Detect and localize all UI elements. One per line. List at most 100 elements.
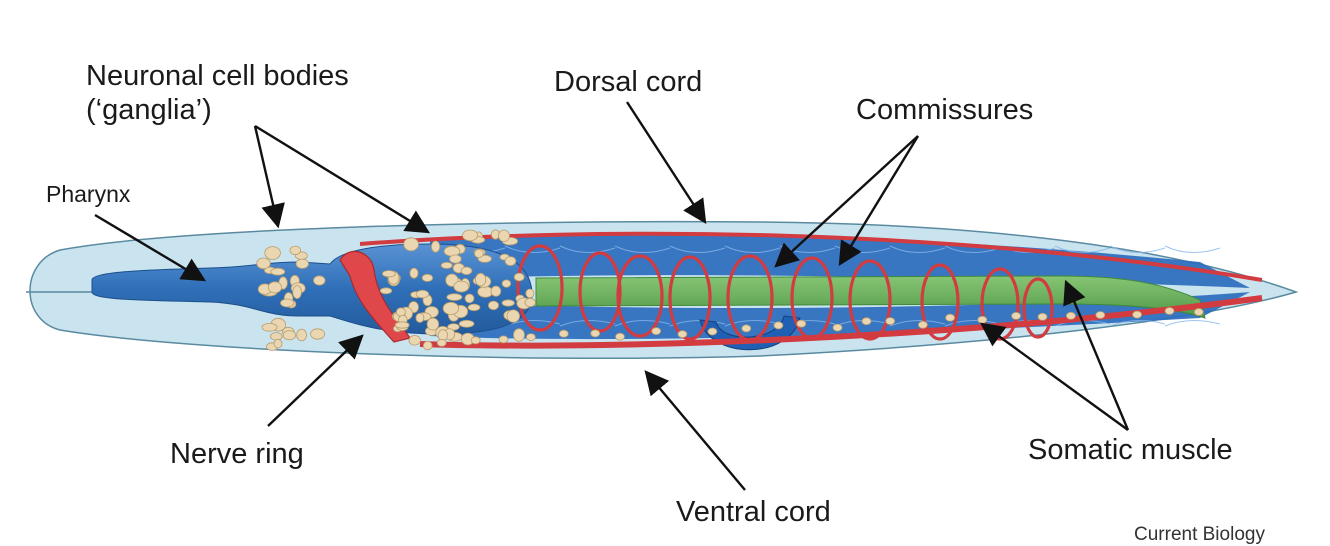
label-neuronal-cell-bodies: Neuronal cell bodies (86, 60, 349, 92)
ventral-cord-cell (741, 324, 752, 333)
ganglion-cell (415, 289, 430, 299)
commissure (920, 263, 960, 341)
ganglion-cell (449, 254, 462, 264)
ventral-cord-cell (1095, 311, 1106, 319)
ventral-cord-cell (885, 317, 896, 326)
label-ventral-cord: Ventral cord (676, 496, 831, 528)
ganglion-cell (403, 237, 419, 252)
ventral-cord-cell (861, 317, 872, 326)
ganglion-cell (295, 258, 309, 269)
ganglion-cell (261, 322, 278, 332)
commissure (726, 254, 774, 342)
ventral-cord (419, 295, 1263, 349)
ventral-cord-cell (615, 332, 625, 341)
ventral-cord-cell (945, 313, 955, 322)
ganglion-cell (453, 280, 470, 293)
ganglion-cell (264, 246, 281, 260)
ganglion-cell (310, 328, 326, 340)
ventral-cord-cell (832, 323, 843, 332)
ganglion-cell (273, 338, 283, 349)
ganglion-cell (267, 281, 282, 294)
muscle-cell-line (889, 320, 946, 327)
ganglion-cell (421, 273, 434, 282)
ventral-cord-cell (1164, 307, 1175, 315)
ganglion-cell (440, 261, 453, 269)
ganglion-cell (464, 293, 475, 304)
commissure (616, 254, 664, 338)
ganglion-cell (381, 270, 396, 278)
ganglion-cell (460, 266, 473, 275)
ganglion-cell (462, 229, 479, 242)
ganglion-cell (513, 328, 525, 342)
ganglion-cell (270, 267, 286, 276)
ganglion-cell (474, 248, 484, 258)
muscle-cell-line (504, 245, 561, 253)
ganglion-cell (467, 303, 481, 312)
ganglion-cell (426, 317, 440, 331)
ganglion-cell (501, 279, 512, 288)
ganglion-cell (487, 300, 499, 311)
ventral-cord-cell (796, 319, 807, 328)
label-pharynx: Pharynx (46, 181, 131, 207)
ganglion-cell (437, 329, 449, 342)
ventral-cord-cell (590, 329, 601, 338)
ventral-cord-cell (1011, 311, 1021, 320)
muscle-cell-line (559, 245, 616, 253)
ganglion-cell (525, 288, 535, 299)
muscle-cell-line (1109, 320, 1166, 327)
ganglion-cell (256, 257, 271, 270)
ventral-cord-cell (651, 327, 662, 336)
commissure (790, 256, 834, 340)
ganglion-cell (379, 287, 393, 295)
ventral-cord-cell (677, 330, 688, 339)
ventral-cord-cell (558, 329, 569, 338)
ganglion-cell (498, 229, 510, 243)
ganglion-cell (395, 307, 406, 317)
commissure (848, 259, 892, 341)
ganglion-cell (446, 293, 463, 301)
label-nerve-ring: Nerve ring (170, 438, 304, 470)
commissure (578, 251, 622, 333)
neuronal-ganglia (256, 229, 1204, 351)
label-dorsal-cord: Dorsal cord (554, 66, 703, 98)
ganglion-cell (524, 297, 536, 308)
ganglion-cell (408, 335, 421, 346)
ganglion-cell (269, 332, 283, 341)
ventral-cord-cell (977, 315, 988, 324)
ventral-cord-cell (1037, 312, 1048, 321)
ventral-cord-cell (498, 335, 509, 344)
ventral-cord-cell (470, 336, 481, 345)
ganglion-cell (292, 285, 302, 300)
ganglion-cell (430, 240, 441, 253)
commissure (1022, 277, 1054, 339)
muscle-cell-line (1109, 245, 1166, 253)
ganglion-cell (282, 330, 297, 341)
ventral-cord-cell (526, 333, 536, 342)
ventral-cord-cell (436, 338, 447, 347)
muscle-cell-line (1054, 245, 1111, 253)
ventral-cord-cell (1132, 310, 1142, 319)
ganglion-cell (513, 272, 525, 282)
ganglion-cell (313, 275, 326, 286)
label-ganglia: (‘ganglia’) (86, 94, 212, 126)
ganglion-cell (501, 299, 515, 307)
commissure (516, 244, 564, 332)
muscle-cell-line (614, 245, 671, 253)
muscle-cell-line (1164, 245, 1221, 253)
journal-credit: Current Biology (1134, 524, 1265, 545)
commissure (668, 255, 712, 341)
muscle-cell-line (669, 245, 726, 253)
ventral-cord-cell (707, 327, 718, 336)
ganglion-cell (458, 319, 475, 328)
ventral-cord-cell (918, 320, 928, 329)
muscle-cell-line (889, 245, 946, 253)
ganglion-cell (477, 286, 494, 298)
ganglion-cell (415, 312, 425, 323)
ganglion-cell (409, 267, 419, 279)
ganglion-cell (394, 321, 410, 329)
ganglion-cell (490, 285, 502, 297)
ventral-cord-cell (1193, 308, 1204, 316)
pointer-arrows (94, 101, 1130, 491)
